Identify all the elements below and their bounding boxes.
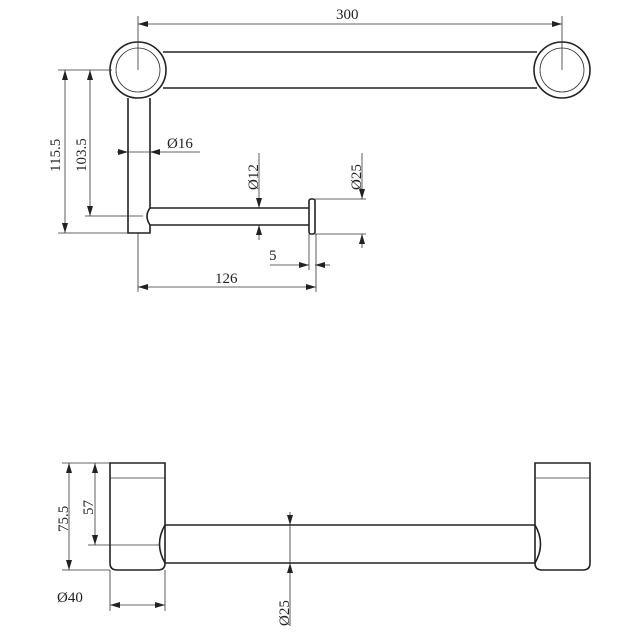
dim-label: 103.5 <box>74 138 90 172</box>
dim-label: Ø25 <box>277 600 293 626</box>
dim-103-5: 103.5 <box>74 70 143 217</box>
dim-label: Ø16 <box>167 136 193 152</box>
top-view: 300 115.5 103.5 Ø16 Ø12 Ø25 5 <box>48 7 591 292</box>
towel-bar <box>158 524 542 564</box>
front-view: 75.5 57 Ø40 Ø25 <box>56 462 591 626</box>
vertical-arm <box>127 98 151 234</box>
dim-label: 115.5 <box>48 139 64 172</box>
dim-arm-diameter: Ø16 <box>117 136 200 155</box>
end-cap <box>308 198 316 235</box>
dim-label: 75.5 <box>56 506 72 532</box>
dim-label: Ø25 <box>349 164 365 190</box>
dim-label: Ø12 <box>246 164 262 190</box>
dim-rod-diameter: Ø12 <box>246 153 262 240</box>
dim-mount-diameter: Ø40 <box>57 570 166 611</box>
dim-115-5: 115.5 <box>48 69 128 234</box>
dim-label: Ø40 <box>57 590 83 606</box>
roll-rod <box>150 207 309 226</box>
dim-cap-diameter: Ø25 <box>315 153 366 248</box>
dim-cap-thickness: 5 <box>269 234 330 270</box>
dim-label: 126 <box>215 271 238 287</box>
dim-label: 300 <box>336 7 359 23</box>
right-mount-block <box>534 462 591 571</box>
dim-75-5: 75.5 <box>56 462 110 571</box>
dim-label: 5 <box>269 248 277 264</box>
dim-300: 300 <box>137 7 563 70</box>
left-mount-block <box>109 462 166 571</box>
dim-label: 57 <box>81 500 97 516</box>
dim-bar-diameter: Ø25 <box>277 512 293 626</box>
dim-126: 126 <box>137 233 317 292</box>
dim-57: 57 <box>81 463 160 546</box>
